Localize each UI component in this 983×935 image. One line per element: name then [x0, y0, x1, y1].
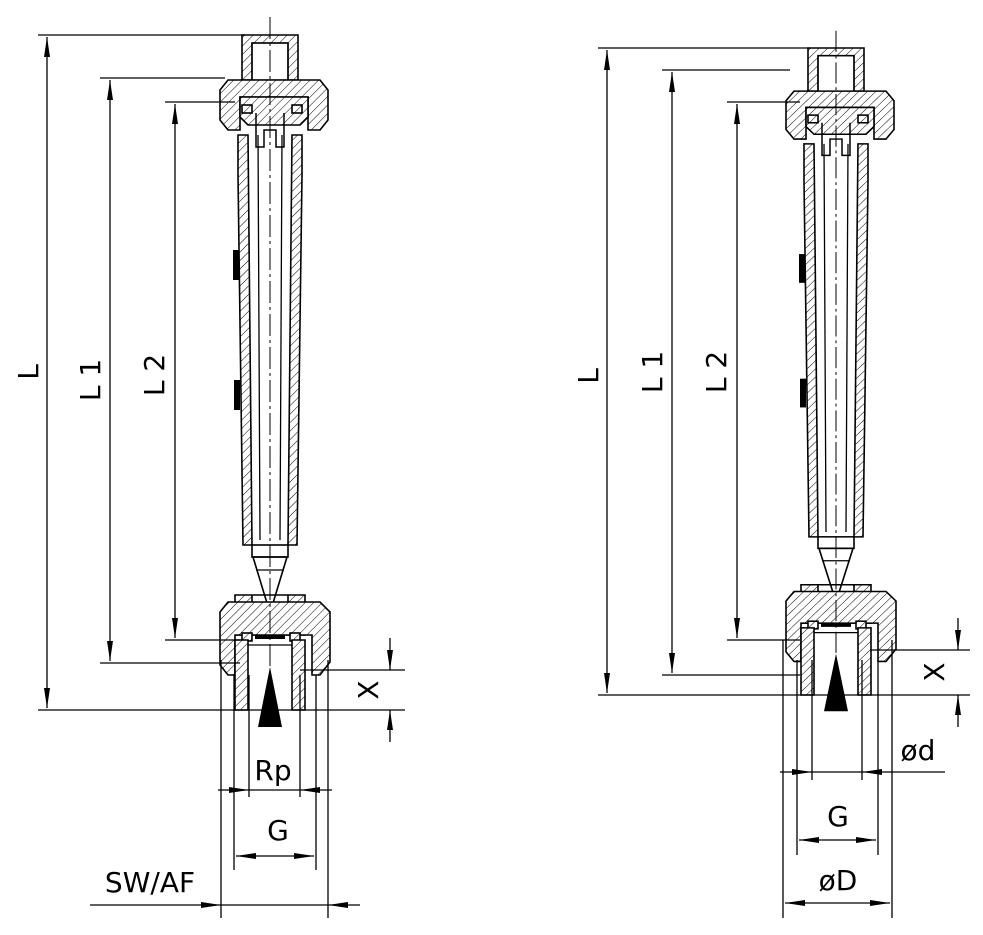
- left-dimensions: [38, 34, 405, 918]
- dim-label-d: ød: [901, 734, 936, 767]
- dim-label-L1: L 1: [74, 359, 107, 401]
- right-flowmeter: [785, 29, 897, 713]
- dim-label-L: L: [12, 364, 45, 380]
- dim-label-D: øD: [819, 864, 858, 897]
- dim-label-X: X: [352, 680, 385, 699]
- dim-label-Rp: Rp: [254, 754, 291, 787]
- right-labels: L L 1 L 2 X ød G øD: [572, 351, 951, 897]
- left-flowmeter: [219, 16, 331, 728]
- dim-label-L1: L 1: [636, 351, 669, 393]
- dim-label-G: G: [827, 800, 849, 833]
- dim-label-SW-AF: SW/AF: [105, 866, 195, 899]
- left-labels: L L 1 L 2 X Rp G SW/AF: [12, 354, 385, 899]
- dim-label-L: L: [572, 368, 605, 384]
- dim-label-X: X: [918, 662, 951, 681]
- dim-label-G: G: [267, 814, 289, 847]
- dim-label-L2: L 2: [700, 351, 733, 393]
- right-dimensions: [598, 47, 970, 918]
- dim-label-L2: L 2: [138, 354, 171, 396]
